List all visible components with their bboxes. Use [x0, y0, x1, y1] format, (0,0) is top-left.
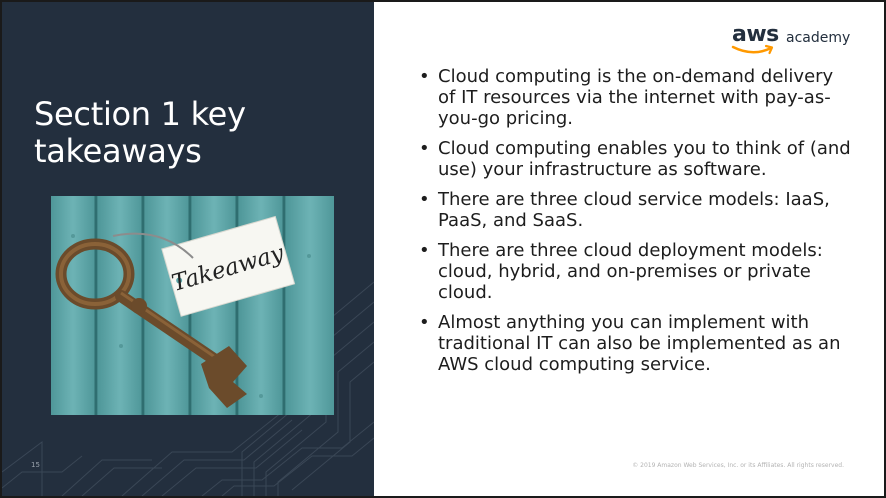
copyright-notice: © 2019 Amazon Web Services, Inc. or its …	[632, 462, 844, 469]
aws-smile-icon	[731, 44, 774, 55]
takeaway-item: Cloud computing is the on-demand deliver…	[416, 66, 856, 129]
background-line-pattern	[2, 281, 374, 496]
aws-academy-logo: aws academy	[694, 22, 850, 62]
takeaway-item: There are three cloud deployment models:…	[416, 240, 856, 303]
takeaway-item: There are three cloud service models: Ia…	[416, 189, 856, 231]
takeaway-item: Cloud computing enables you to think of …	[416, 138, 856, 180]
aws-wordmark: aws	[732, 22, 779, 47]
slide-title: Section 1 key takeaways	[34, 95, 246, 170]
takeaway-key-photo: Takeaway	[51, 196, 334, 415]
takeaway-item: Almost anything you can implement with t…	[416, 312, 856, 375]
right-panel: aws academy Cloud computing is the on-de…	[374, 2, 884, 496]
left-panel: Section 1 key takeaways	[2, 2, 374, 496]
slide-number: 15	[31, 461, 40, 469]
academy-wordmark: academy	[786, 30, 851, 46]
takeaways-list: Cloud computing is the on-demand deliver…	[416, 66, 856, 384]
